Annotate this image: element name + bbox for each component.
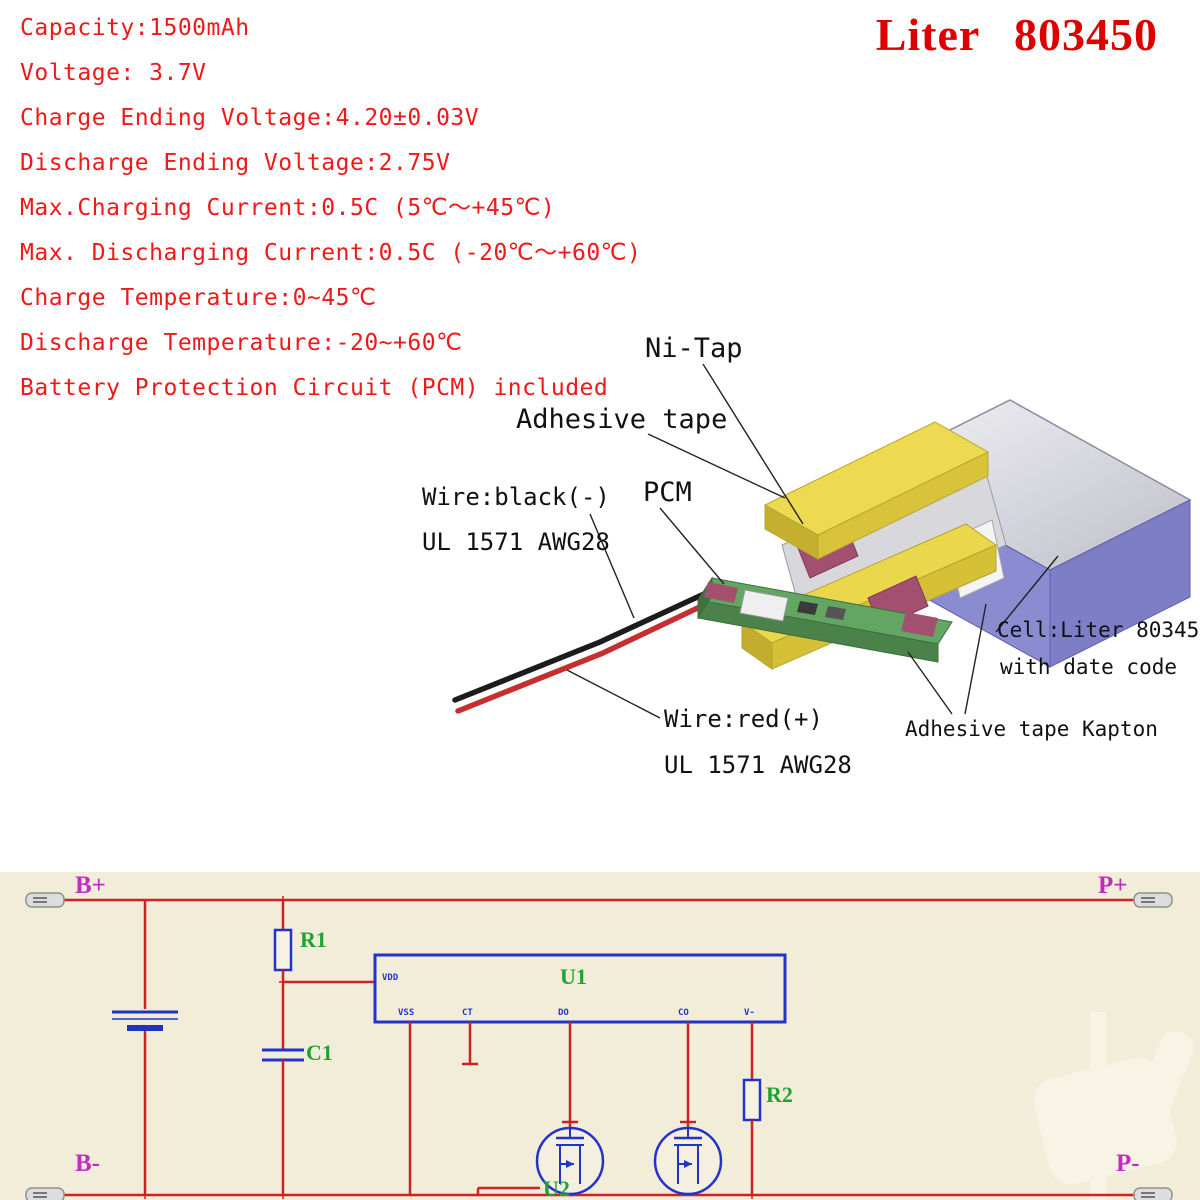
wire-black bbox=[452, 591, 707, 703]
label-cell: Cell:Liter 803450 bbox=[997, 618, 1200, 642]
circuit-schematic: B+ P+ B- P- R1 C1 R2 U1 U2 VDD VSS CT DO… bbox=[0, 872, 1200, 1200]
label-wire-red: Wire:red(+) bbox=[664, 705, 823, 733]
spec-line: Max. Discharging Current:0.5C (-20℃～+60℃… bbox=[20, 240, 642, 266]
schematic-drawing bbox=[25, 892, 1194, 1200]
pin-vdd: VDD bbox=[382, 973, 399, 983]
u1-pin-lines bbox=[408, 1022, 754, 1195]
junction-marks bbox=[141, 896, 756, 1199]
spec-line: Max.Charging Current:0.5C (5℃～+45℃) bbox=[20, 195, 556, 221]
pin-vminus: V- bbox=[744, 1008, 755, 1018]
battery-symbol bbox=[112, 900, 178, 1195]
spec-list: Capacity:1500mAh Voltage: 3.7V Charge En… bbox=[20, 6, 641, 411]
label-pcm: PCM bbox=[643, 477, 692, 508]
connector-pad bbox=[1133, 1187, 1173, 1200]
spec-line: Capacity:1500mAh bbox=[20, 15, 250, 41]
capacitor-c1 bbox=[262, 1048, 304, 1062]
label-u2: U2 bbox=[543, 1176, 570, 1200]
pin-co: CO bbox=[678, 1008, 689, 1018]
pcm-board bbox=[697, 576, 953, 663]
terminal-b-minus: B- bbox=[75, 1150, 100, 1177]
pcm-connector bbox=[739, 589, 789, 622]
spec-line: Discharge Ending Voltage:2.75V bbox=[20, 150, 451, 176]
label-r2: R2 bbox=[766, 1082, 793, 1107]
page-title: Liter 803450 bbox=[875, 9, 1158, 60]
spec-line: Charge Ending Voltage:4.20±0.03V bbox=[20, 105, 480, 131]
adhesive-tape-upper bbox=[763, 421, 990, 560]
connector-pad bbox=[25, 892, 65, 908]
pin-ct: CT bbox=[462, 1008, 473, 1018]
terminal-p-minus: P- bbox=[1116, 1150, 1140, 1177]
spec-line: Voltage: 3.7V bbox=[20, 60, 207, 86]
label-wire-red-ul: UL 1571 AWG28 bbox=[664, 751, 852, 779]
pcm-chip bbox=[825, 606, 846, 620]
pcm-pad-right bbox=[901, 612, 938, 637]
wire-red bbox=[455, 601, 709, 714]
spec-panel: Liter 803450 Capacity:1500mAh Voltage: 3… bbox=[20, 6, 1200, 779]
mosfet-2 bbox=[653, 1126, 723, 1196]
terminal-b-plus: B+ bbox=[75, 872, 106, 899]
watermark bbox=[1033, 1012, 1194, 1200]
leader-lines bbox=[566, 363, 1059, 719]
label-u1: U1 bbox=[560, 964, 587, 989]
label-c1: C1 bbox=[306, 1040, 333, 1065]
connector-pads bbox=[25, 892, 1173, 1200]
label-wire-black: Wire:black(-) bbox=[422, 483, 610, 511]
label-wire-black-ul: UL 1571 AWG28 bbox=[422, 528, 610, 556]
pcm-chip bbox=[797, 601, 818, 615]
connector-pad bbox=[25, 1187, 65, 1200]
terminal-p-plus: P+ bbox=[1098, 872, 1128, 899]
spec-line: Battery Protection Circuit (PCM) include… bbox=[20, 375, 609, 401]
label-kapton: Adhesive tape Kapton bbox=[905, 717, 1158, 741]
connector-pad bbox=[1133, 892, 1173, 908]
spec-line: Discharge Temperature:-20~+60℃ bbox=[20, 330, 463, 356]
wires bbox=[452, 591, 709, 714]
label-adhesive-tape: Adhesive tape bbox=[516, 404, 728, 435]
pin-vss: VSS bbox=[398, 1008, 415, 1018]
pin-do: DO bbox=[558, 1008, 569, 1018]
resistor-r1 bbox=[273, 928, 293, 972]
spec-line: Charge Temperature:0~45℃ bbox=[20, 285, 377, 311]
label-r1: R1 bbox=[300, 927, 327, 952]
mosfet-1 bbox=[535, 1126, 605, 1196]
battery-diagram bbox=[452, 363, 1192, 719]
r1-c1-branch bbox=[262, 900, 375, 1195]
label-ni-tap: Ni-Tap bbox=[645, 333, 743, 364]
power-rails bbox=[45, 898, 1158, 1197]
pcm-pad-left bbox=[704, 582, 738, 603]
ic-u1-box bbox=[373, 953, 787, 1024]
label-cell-datecode: with date code bbox=[1000, 655, 1178, 679]
mosfet-source-stub bbox=[476, 1186, 540, 1195]
resistor-r2 bbox=[742, 1078, 762, 1122]
r2-branch bbox=[742, 1078, 762, 1195]
